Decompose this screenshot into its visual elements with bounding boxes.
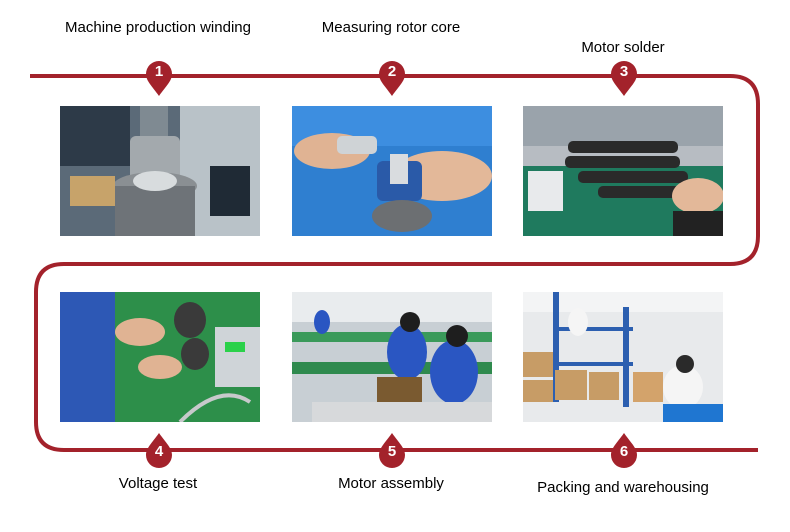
step-4-photo: [60, 292, 260, 422]
step-3-marker: 3: [609, 60, 639, 100]
step-2-number: 2: [387, 63, 397, 80]
step-1-number: 1: [154, 63, 164, 80]
step-4-label: Voltage test: [118, 475, 198, 492]
step-3-label: Motor solder: [581, 39, 665, 56]
step-2-marker: 2: [377, 60, 407, 100]
step-6-marker: 6: [609, 431, 639, 471]
step-3-number: 3: [619, 63, 629, 80]
step-4-number: 4: [154, 443, 164, 460]
step-1-label: Machine production winding: [65, 19, 251, 36]
step-6-number: 6: [619, 443, 629, 460]
step-2-photo: [292, 106, 492, 236]
step-2-label: Measuring rotor core: [321, 19, 461, 36]
step-6-photo: [523, 292, 723, 422]
step-1-photo: [60, 106, 260, 236]
step-6-label: Packing and warehousing: [537, 479, 709, 496]
step-1-marker: 1: [144, 60, 174, 100]
step-4-marker: 4: [144, 431, 174, 471]
step-5-photo: [292, 292, 492, 422]
step-5-number: 5: [387, 443, 397, 460]
step-5-label: Motor assembly: [338, 475, 444, 492]
step-3-photo: [523, 106, 723, 236]
step-5-marker: 5: [377, 431, 407, 471]
